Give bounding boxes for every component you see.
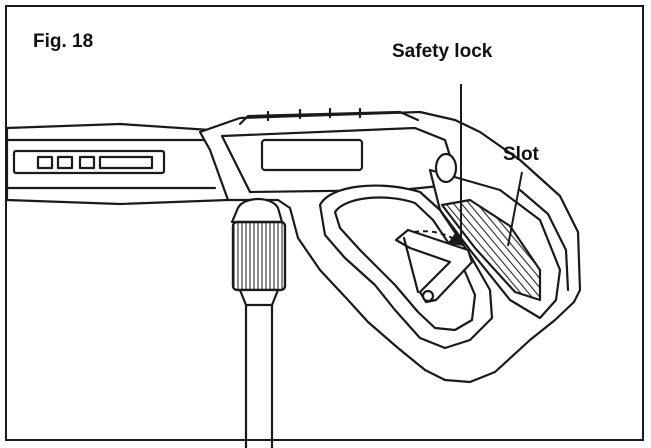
- lance: [5, 122, 230, 206]
- trigger-button: [434, 152, 458, 184]
- safety-lock-lever: [394, 228, 474, 304]
- slot-label: Slot: [503, 144, 539, 165]
- dashed-curved-arrow: [413, 230, 466, 247]
- safety-lock-label: Safety lock: [392, 41, 493, 62]
- figure-title: Fig. 18: [33, 31, 94, 52]
- hose-connector: [230, 197, 287, 448]
- slot-leader-line: [507, 171, 523, 247]
- grip: [428, 168, 570, 320]
